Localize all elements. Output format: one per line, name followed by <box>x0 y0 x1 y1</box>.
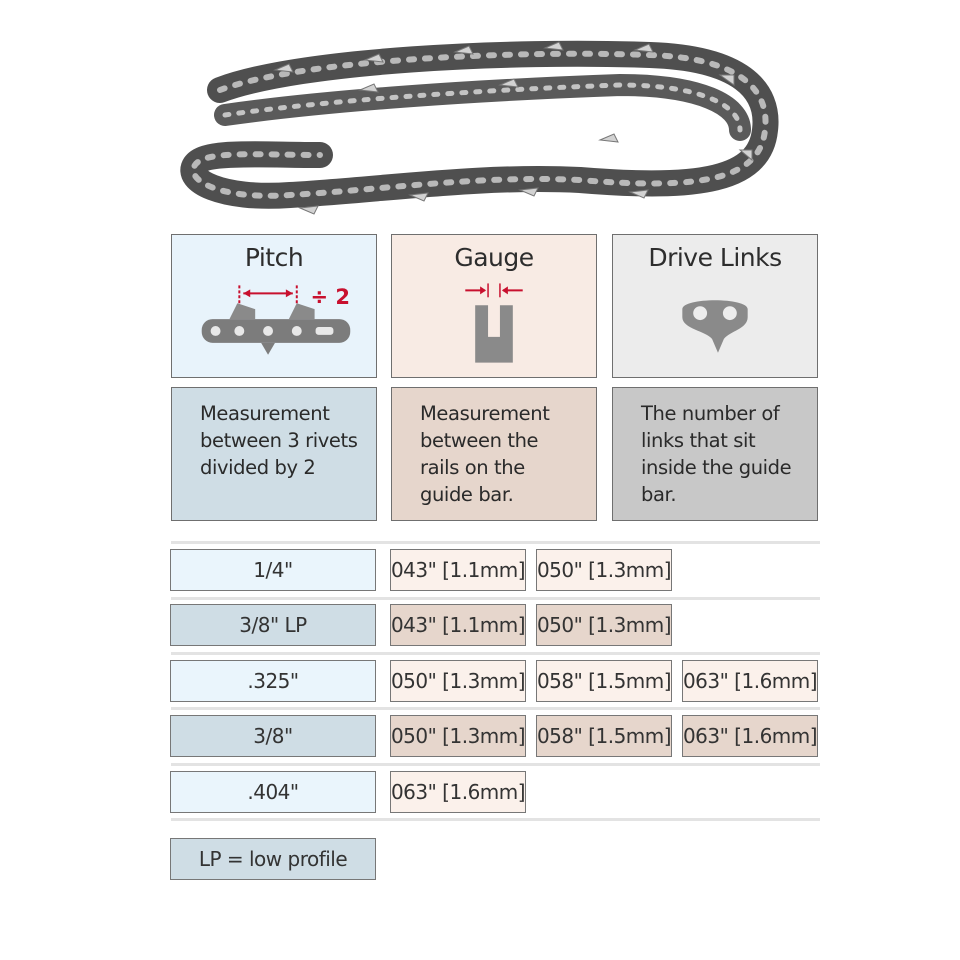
gauge-value: 043" [1.1mm] <box>390 549 526 591</box>
low-profile-legend: LP = low profile <box>170 838 376 880</box>
gauge-value: 050" [1.3mm] <box>536 549 672 591</box>
drive-links-header-card: Drive Links <box>612 234 818 378</box>
pitch-value-3-8: 3/8" <box>170 715 376 757</box>
pitch-value-1-4: 1/4" <box>170 549 376 591</box>
gauge-value: 050" [1.3mm] <box>390 715 526 757</box>
pitch-header-card: Pitch ÷ 2 <box>171 234 377 378</box>
pitch-value-404: .404" <box>170 771 376 813</box>
row-divider <box>171 818 820 821</box>
gauge-value: 050" [1.3mm] <box>536 604 672 646</box>
gauge-description: Measurement between the rails on the gui… <box>420 402 550 506</box>
drive-link-icon <box>613 279 817 375</box>
pitch-chain-diagram-icon <box>172 279 376 375</box>
chain-illustration <box>180 40 779 215</box>
gauge-value: 063" [1.6mm] <box>682 715 818 757</box>
pitch-description-card: Measurement between 3 rivets divided by … <box>171 387 377 521</box>
gauge-value: 043" [1.1mm] <box>390 604 526 646</box>
row-divider <box>171 763 820 766</box>
gauge-header-card: Gauge <box>391 234 597 378</box>
gauge-value: 058" [1.5mm] <box>536 715 672 757</box>
pitch-description: Measurement between 3 rivets divided by … <box>200 402 358 479</box>
gauge-value: 063" [1.6mm] <box>682 660 818 702</box>
pitch-value-325: .325" <box>170 660 376 702</box>
row-divider <box>171 541 820 544</box>
chainsaw-chain-image <box>180 30 780 225</box>
drive-links-title: Drive Links <box>648 243 782 272</box>
divide-by-two-label: ÷ 2 <box>310 285 350 309</box>
pitch-value-3-8-lp: 3/8" LP <box>170 604 376 646</box>
row-divider <box>171 597 820 600</box>
gauge-value: 058" [1.5mm] <box>536 660 672 702</box>
gauge-value: 063" [1.6mm] <box>390 771 526 813</box>
drive-links-description-card: The number of links that sit inside the … <box>612 387 818 521</box>
pitch-title: Pitch <box>244 243 304 272</box>
gauge-value: 050" [1.3mm] <box>390 660 526 702</box>
gauge-groove-diagram-icon <box>392 279 596 375</box>
gauge-title: Gauge <box>454 243 534 272</box>
row-divider <box>171 652 820 655</box>
drive-links-description: The number of links that sit inside the … <box>641 402 792 506</box>
row-divider <box>171 707 820 710</box>
gauge-description-card: Measurement between the rails on the gui… <box>391 387 597 521</box>
